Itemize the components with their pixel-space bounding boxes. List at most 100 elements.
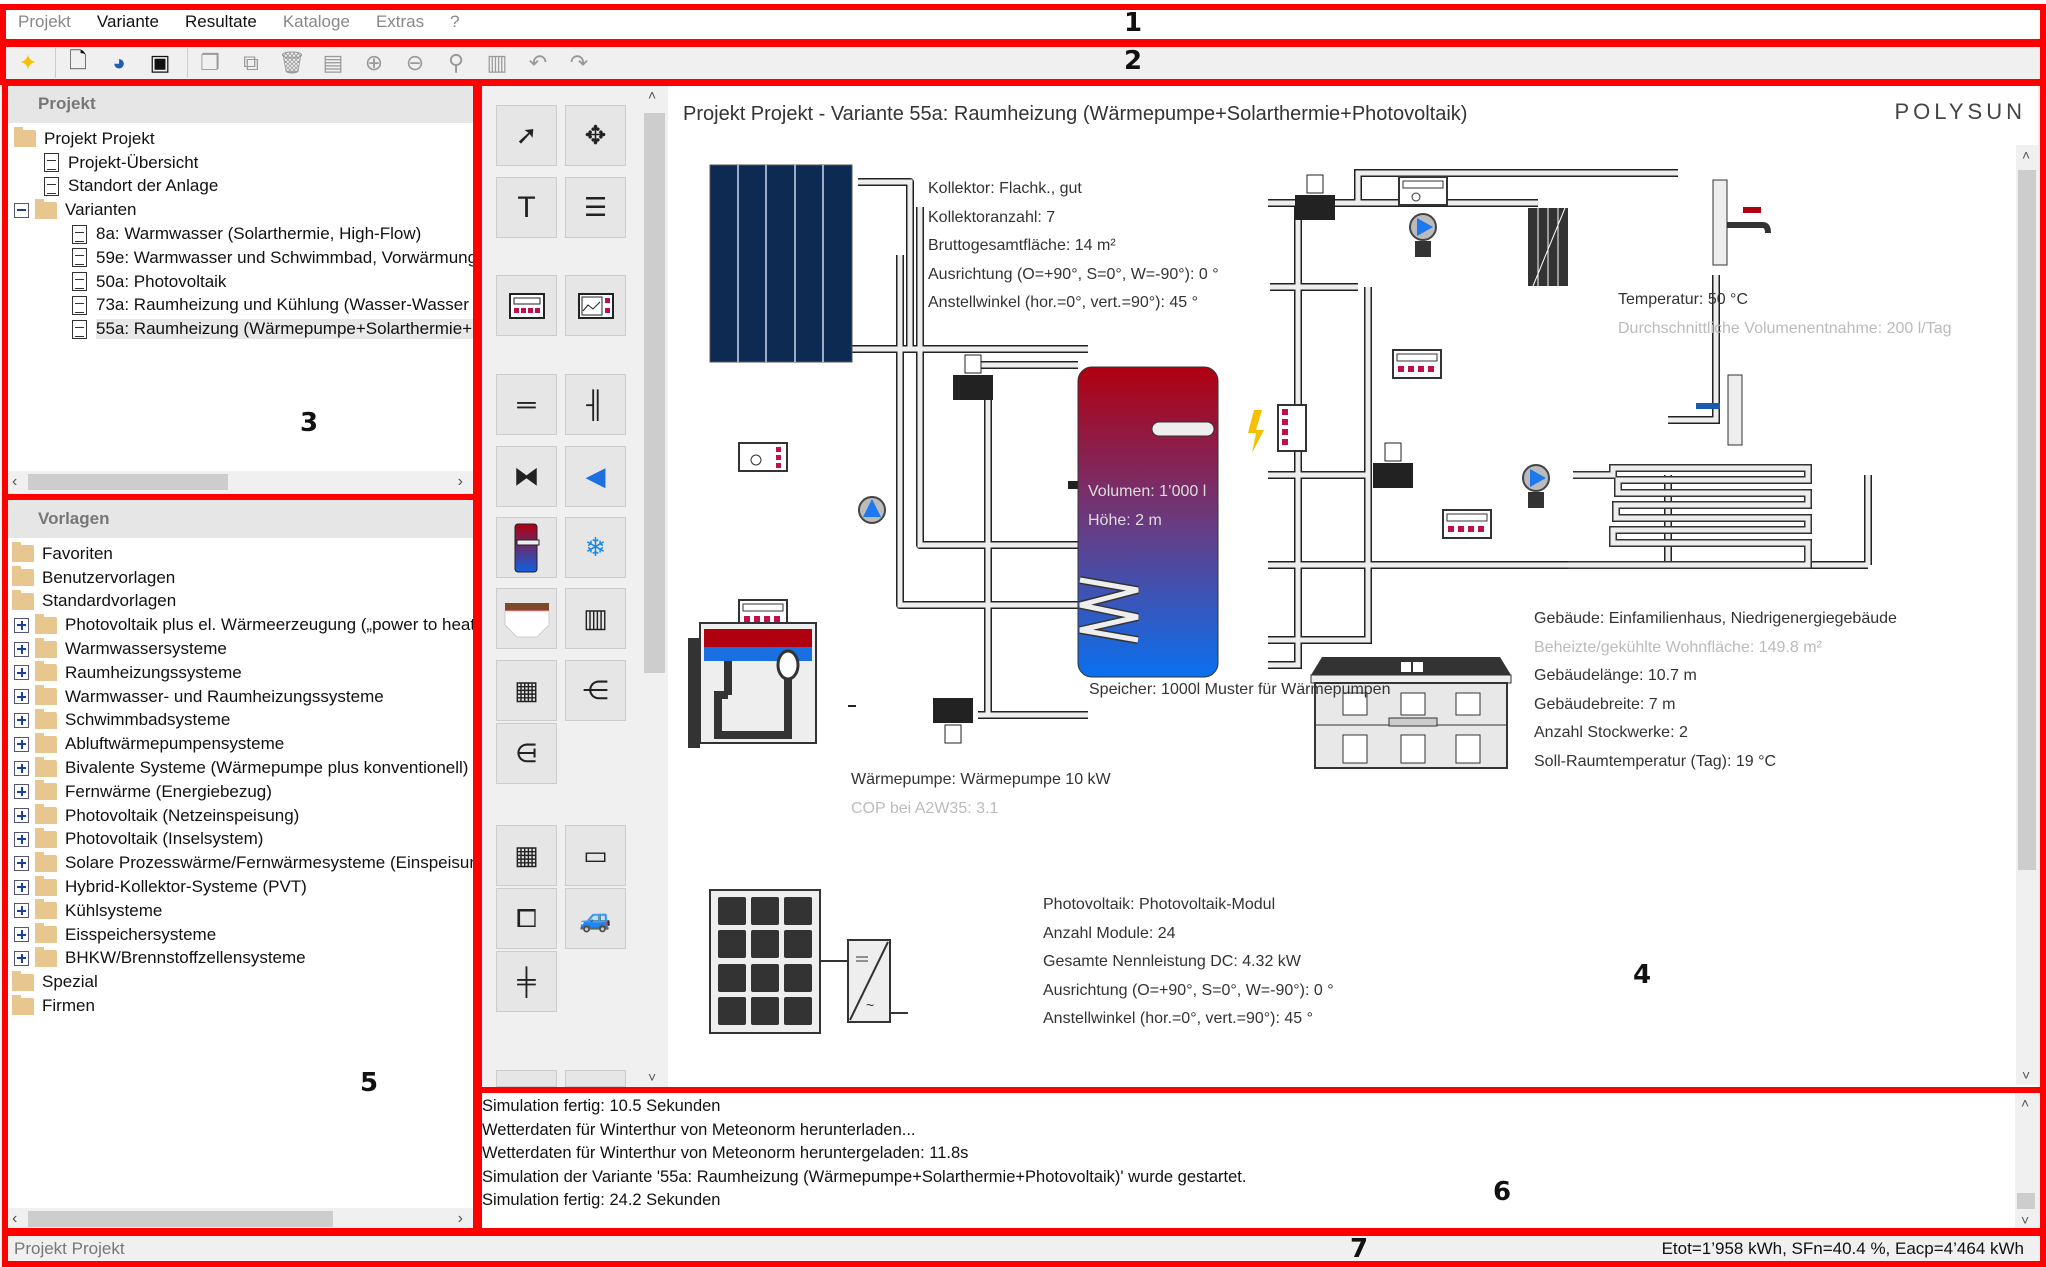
expand-icon[interactable] (14, 808, 29, 824)
scroll-thumb[interactable] (2017, 1193, 2035, 1209)
floor-heating-out-tool[interactable]: ⋲ (565, 660, 626, 721)
template-folder-benutzervorlagen[interactable]: Benutzervorlagen (8, 566, 473, 590)
expand-icon[interactable] (14, 950, 29, 966)
redo-icon[interactable]: ↷ (569, 50, 589, 75)
template-folder[interactable]: Eisspeichersysteme (8, 923, 473, 947)
template-folder[interactable]: Bivalente Systeme (Wärmepumpe plus konve… (8, 756, 473, 780)
zoom-in-icon[interactable]: ⊕ (364, 50, 384, 75)
controller-tool[interactable] (496, 275, 557, 336)
template-folder[interactable]: Hybrid-Kollektor-Systeme (PVT) (8, 875, 473, 899)
canvas-vscrollbar[interactable]: ˄ ˅ (2016, 145, 2038, 1085)
template-folder[interactable]: Fernwärme (Energiebezug) (8, 780, 473, 804)
scroll-down-icon[interactable]: ˅ (2022, 1067, 2031, 1083)
copy-variant-icon[interactable]: ❐ (200, 50, 220, 75)
scroll-down-icon[interactable]: ˅ (2021, 1212, 2030, 1228)
system-diagram-canvas[interactable]: Projekt Projekt - Variante 55a: Raumheiz… (668, 85, 2038, 1087)
log-vscrollbar[interactable]: ˄ ˅ (2015, 1093, 2037, 1230)
battery-tool[interactable]: ▭ (565, 825, 626, 886)
scroll-left-icon[interactable]: ‹ (12, 1210, 18, 1227)
duplicate-icon[interactable]: ⧉ (243, 50, 259, 75)
move-tool[interactable]: ✥ (565, 105, 626, 166)
scroll-down-icon[interactable]: ˅ (648, 1069, 657, 1085)
expand-icon[interactable] (14, 665, 29, 681)
pool-tool[interactable] (496, 588, 557, 649)
chart-icon[interactable]: ▥ (486, 50, 508, 75)
menu-help[interactable]: ? (450, 11, 460, 31)
delete-icon[interactable]: 🗑 (278, 50, 306, 75)
undo-icon[interactable]: ↶ (528, 50, 548, 75)
expand-icon[interactable] (14, 736, 29, 752)
expand-icon[interactable] (14, 927, 29, 943)
heat-pump-info[interactable]: Wärmepumpe: Wärmepumpe 10 kW COP bei A2W… (851, 771, 1111, 817)
scroll-up-icon[interactable]: ˄ (2021, 1095, 2030, 1111)
template-folder[interactable]: Abluftwärmepumpensysteme (8, 732, 473, 756)
template-folder-standardvorlagen[interactable]: Standardvorlagen (8, 589, 473, 614)
project-tree-hscrollbar[interactable]: ‹ › (8, 471, 473, 493)
template-folder[interactable]: Photovoltaik (Netzeinspeisung) (8, 804, 473, 828)
template-folder[interactable]: Schwimmbadsysteme (8, 708, 473, 733)
text-tool[interactable]: T (496, 177, 557, 238)
expand-icon[interactable] (14, 879, 29, 895)
hot-water-info[interactable]: Temperatur: 50 °C Durchschnittliche Volu… (1618, 291, 1952, 337)
template-folder[interactable]: Photovoltaik (Inselsystem) (8, 827, 473, 852)
tree-item-uebersicht[interactable]: Projekt-Übersicht (8, 151, 473, 175)
pipe-tee-tool[interactable]: ╢ (565, 374, 626, 435)
tank-tool[interactable] (496, 517, 557, 578)
pump-tool[interactable]: ◀ (565, 446, 626, 507)
valve-tool[interactable]: ⧓ (496, 446, 557, 507)
floor-heating-in-tool[interactable]: ⋳ (496, 723, 557, 784)
pv-info[interactable]: Photovoltaik: Photovoltaik-Modul Anzahl … (1043, 896, 1334, 1027)
tree-item-varianten[interactable]: Varianten (8, 198, 473, 222)
save-icon[interactable]: ▣ (149, 50, 171, 75)
scroll-up-icon[interactable]: ˄ (2022, 147, 2031, 163)
template-folder-spezial[interactable]: Spezial (8, 970, 473, 994)
expand-icon[interactable] (14, 831, 29, 847)
template-folder[interactable]: Raumheizungssysteme (8, 661, 473, 685)
template-folder[interactable]: Warmwassersysteme (8, 637, 473, 661)
zoom-out-icon[interactable]: ⊖ (405, 50, 425, 75)
scroll-thumb[interactable] (644, 113, 665, 673)
scroll-up-icon[interactable]: ˄ (648, 87, 657, 103)
grid-tool[interactable]: ╪ (496, 951, 557, 1012)
expand-icon[interactable] (14, 784, 29, 800)
expand-icon[interactable] (14, 855, 29, 871)
menu-extras[interactable]: Extras (375, 11, 425, 31)
tank-label[interactable]: Speicher: 1000l Muster für Wärmepumpen (1089, 681, 1391, 698)
template-folder[interactable]: Warmwasser- und Raumheizungssysteme (8, 685, 473, 709)
template-folder-favoriten[interactable]: Favoriten (8, 542, 473, 566)
open-project-icon[interactable]: ◕ (112, 50, 126, 75)
expand-icon[interactable] (14, 641, 29, 657)
pv-module-tool[interactable]: ▦ (496, 825, 557, 886)
appliance-tool[interactable]: ⧠ (496, 888, 557, 949)
tree-variant[interactable]: 50a: Photovoltaik (8, 270, 473, 294)
tree-root-project[interactable]: Projekt Projekt (8, 127, 473, 151)
scroll-thumb[interactable] (2018, 170, 2036, 870)
wizard-icon[interactable]: ✦ (18, 50, 38, 75)
building-info[interactable]: Gebäude: Einfamilienhaus, Niedrigenergie… (1534, 610, 1897, 770)
heat-exchanger-tool[interactable]: ▥ (565, 588, 626, 649)
lines-tool[interactable]: ☰ (565, 177, 626, 238)
radiator-tool[interactable]: ▦ (496, 660, 557, 721)
electric-car-tool[interactable]: 🚙 (565, 888, 626, 949)
ice-storage-tool[interactable]: ❄ (565, 517, 626, 578)
menu-resultate[interactable]: Resultate (184, 11, 257, 31)
scroll-thumb[interactable] (28, 1211, 333, 1227)
tree-variant[interactable]: 8a: Warmwasser (Solarthermie, High-Flow) (8, 222, 473, 246)
collapse-icon[interactable] (14, 202, 29, 218)
expand-icon[interactable] (14, 712, 29, 728)
templates-tree-hscrollbar[interactable]: ‹ › (8, 1208, 473, 1230)
menu-variante[interactable]: Variante (96, 11, 159, 31)
pipe-tool[interactable]: ═ (496, 374, 557, 435)
new-project-icon[interactable]: 🗋 (69, 48, 87, 73)
template-folder[interactable]: Solare Prozesswärme/Fernwärmesysteme (Ei… (8, 851, 473, 875)
expand-icon[interactable] (14, 760, 29, 776)
expand-icon[interactable] (14, 617, 29, 633)
menu-projekt[interactable]: Projekt (18, 11, 71, 31)
expand-icon[interactable] (14, 689, 29, 705)
scroll-thumb[interactable] (28, 474, 228, 490)
collector-info[interactable]: Kollektor: Flachk., gut Kollektoranzahl:… (928, 180, 1219, 311)
tree-item-standort[interactable]: Standort der Anlage (8, 175, 473, 199)
zoom-fit-icon[interactable]: ⚲ (447, 50, 465, 75)
template-folder[interactable]: BHKW/Brennstoffzellensysteme (8, 946, 473, 971)
scroll-right-icon[interactable]: › (457, 1210, 463, 1227)
